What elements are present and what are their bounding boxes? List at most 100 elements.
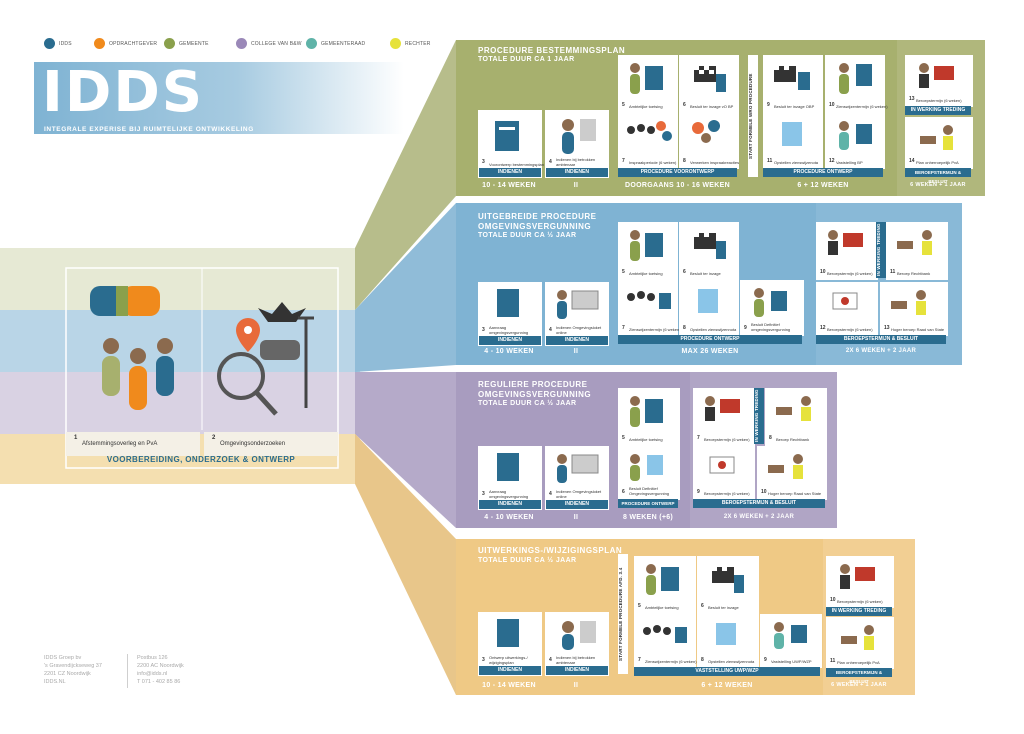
step-number: 10 xyxy=(820,269,826,275)
step-card: 9 Beroepstermijn (6 weken) xyxy=(693,446,755,500)
legend-label: GEMEENTERAAD xyxy=(321,40,366,47)
step-card: 12 Vaststelling BP xyxy=(825,113,885,169)
left-module: 1 Afstemmingsoverleg en PvA 2 Omgevingso… xyxy=(36,248,354,486)
person-document-icon xyxy=(839,63,872,94)
step-number: 2 xyxy=(212,435,216,441)
werking-label: IN WERKING TREDING xyxy=(876,222,886,278)
duration-label: 6 + 12 WEKEN xyxy=(701,682,753,689)
step-number: 5 xyxy=(638,603,641,609)
step-caption: Zienswijzentermijn (6 weken) xyxy=(645,658,697,664)
footer-line: 2201 CZ Noordwijk xyxy=(44,671,91,677)
step-number: 1 xyxy=(74,435,78,441)
purple-connector xyxy=(355,372,456,528)
duration-label: 2X 6 WEKEN + 2 JAAR xyxy=(723,514,795,520)
start-label: START FORMELE WRO PROCEDURE xyxy=(748,55,758,177)
legend-dot-icon xyxy=(236,38,247,49)
footer-line: IDDS Groep bv xyxy=(44,655,82,661)
checkered-flag-icon xyxy=(774,66,810,90)
phase-tag: PROCEDURE ONTWERP xyxy=(618,335,802,344)
mailbox-icon xyxy=(828,230,863,255)
step-caption: Hoger beroep Raad van State xyxy=(891,326,945,332)
phase-tag: PROCEDURE ONTWERP xyxy=(763,168,883,177)
step-number: 6 xyxy=(622,489,625,495)
step-caption: Beroep Rechtbank xyxy=(776,436,810,442)
blue-connector xyxy=(355,203,456,372)
step-label: Afstemmingsoverleg en PvA xyxy=(82,441,158,447)
step-card: 3 Voorontwerp bestemmingsplan INDIENEN xyxy=(478,110,544,178)
step-caption: Indienen bij betrokken ambtenaar xyxy=(556,157,596,167)
magnifier-icon xyxy=(217,352,265,400)
footer-address: IDDS Groep bv 's Gravendijckseweg 37 220… xyxy=(44,654,102,686)
step-caption: Ambtelijke toetsing xyxy=(629,436,663,442)
step-card: 3 Aanvraag omgevingsvergunning INDIENEN xyxy=(478,282,542,346)
step-card: 14 Plan onherroepelijk PvA xyxy=(905,117,973,169)
crowd-icon xyxy=(627,121,672,141)
step-number: 7 xyxy=(622,325,625,331)
step-number: 3 xyxy=(482,491,485,497)
phase-tag: PROCEDURE ONTWERP xyxy=(618,499,678,508)
duration-label: II xyxy=(573,182,579,189)
duration-label: 6 WEKEN + 1 JAAR xyxy=(831,682,887,688)
step-number: 8 xyxy=(701,657,704,663)
step-caption: Ambtelijke toetsing xyxy=(645,604,679,610)
step-card: 8 Opstellen zienswijzennota xyxy=(679,280,739,336)
blue-band xyxy=(0,310,360,372)
step-card: 10 Beroepstermijn (6 weken) xyxy=(816,222,878,280)
mailbox-icon xyxy=(705,396,740,421)
step-card: 3 Ontwerp uitwerkings-/ wijzigingsplan I… xyxy=(478,612,542,676)
step-number: 9 xyxy=(744,325,747,331)
judge-icon xyxy=(891,290,926,315)
step-card: 4 Indienen bij betrokken ambtenaar INDIE… xyxy=(545,110,609,178)
step-number: 10 xyxy=(829,102,835,108)
step-caption: Indienen Omgevingsloket online xyxy=(556,489,602,499)
step-card: 7 Zienswijzentermijn (6 weken) xyxy=(618,280,681,336)
person-document-icon xyxy=(630,63,663,94)
purple-band xyxy=(0,372,360,434)
checkered-flag-icon xyxy=(712,567,744,593)
document-icon xyxy=(495,121,519,151)
step-caption: Beroepstermijn (6 weken) xyxy=(827,270,873,276)
step-card: 9 Besluit ter inzage OBP xyxy=(763,55,823,113)
computer-icon xyxy=(557,454,599,483)
step-card: 11 Opstellen zienswijzenota xyxy=(763,113,823,169)
footer-link[interactable]: IDDS.NL xyxy=(44,679,66,685)
step-card: 13 Beroepstermijn (6 weken) xyxy=(905,55,973,107)
person-icon xyxy=(562,621,596,650)
green-band xyxy=(0,248,360,310)
left-module-frame xyxy=(65,267,339,469)
legend-label: GEMEENTE xyxy=(179,40,209,47)
step-caption: Beroepstermijn (6 weken) xyxy=(704,490,750,496)
legend-dot-icon xyxy=(44,38,55,49)
step-caption: Besluit ter inzage vO BP xyxy=(690,103,734,109)
step-tag: INDIENEN xyxy=(479,168,541,177)
checkered-flag-icon xyxy=(694,233,726,259)
step-card: 8 Beroep Rechtbank xyxy=(765,388,827,446)
step-card: 6 Besluit ter inzage xyxy=(697,556,759,614)
step-card: 4 Indienen Omgevingsloket online INDIENE… xyxy=(545,282,609,346)
step-card: 10 Zienswijzentermijn (6 weken) xyxy=(825,55,888,113)
legend-item: IDDS xyxy=(44,38,94,49)
step-caption: Aanvraag omgevingsvergunning xyxy=(489,325,529,335)
phase-tag: VASTSTELLING UWP/WZP xyxy=(634,667,820,676)
person-icon xyxy=(562,119,596,154)
footer-email[interactable]: info@idds.nl xyxy=(137,671,168,677)
document-icon xyxy=(698,289,718,313)
step-card: 9 Besluit Definitief omgevingsvergunning xyxy=(740,280,804,336)
person-document-icon xyxy=(630,230,663,261)
step-card: 5 Ambtelijke toetsing xyxy=(634,556,696,614)
person-document-icon xyxy=(630,396,663,427)
step-card: 9 Vaststelling UWP/WZP xyxy=(760,614,822,668)
phase-tag: IN WERKING TREDING xyxy=(826,607,892,616)
legend-dot-icon xyxy=(94,38,105,49)
footer-line: 2200 AC Noordwijk xyxy=(137,663,184,669)
step-card: 10 Beroepstermijn (6 weken) xyxy=(826,556,894,608)
step-tag: INDIENEN xyxy=(479,666,541,675)
step-number: 8 xyxy=(769,435,772,441)
step-caption: Opstellen zienswijzenota xyxy=(774,159,819,165)
step-tag: INDIENEN xyxy=(546,168,608,177)
duration-label: II xyxy=(573,682,579,689)
person-document-icon xyxy=(630,454,663,481)
step-number: 5 xyxy=(622,269,625,275)
step-card: 6 Besluit Definitief Omgevingsvergunning xyxy=(618,446,680,500)
legend-label: OPDRACHTGEVER xyxy=(109,40,158,47)
